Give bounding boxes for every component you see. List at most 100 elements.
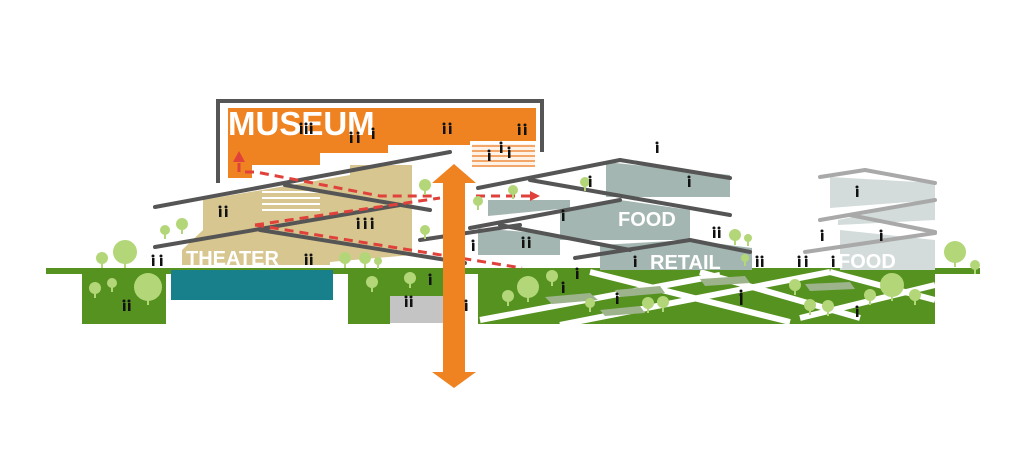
tree-icon	[804, 299, 816, 315]
tree-icon	[657, 296, 669, 312]
person-icon	[409, 295, 413, 307]
person-icon	[159, 254, 163, 266]
people	[122, 122, 883, 317]
theater-label: THEATER	[186, 248, 280, 270]
person-icon	[370, 217, 374, 229]
person-icon	[739, 293, 743, 305]
person-icon	[527, 236, 531, 248]
person-icon	[755, 255, 759, 267]
person-icon	[879, 229, 883, 241]
food-center-label: FOOD	[618, 209, 676, 231]
person-icon	[575, 267, 579, 279]
person-icon	[309, 122, 313, 134]
tree-icon	[864, 289, 876, 305]
theater-base	[171, 270, 333, 300]
plaza-pads	[545, 276, 855, 316]
museum-stair-stripes	[472, 144, 535, 167]
tree-icon	[404, 272, 416, 288]
person-icon	[633, 255, 637, 267]
vertical-circulation-arrow	[432, 164, 476, 388]
person-icon	[349, 131, 353, 143]
person-icon	[521, 236, 525, 248]
arrowhead-food-right	[530, 191, 540, 201]
person-icon	[855, 305, 859, 317]
tree-icon	[339, 252, 351, 268]
ramp-slabs-light	[803, 168, 937, 254]
person-icon	[356, 217, 360, 229]
tree-icon	[473, 196, 483, 210]
tree-icon	[419, 179, 431, 195]
tree-icon	[944, 241, 966, 267]
person-icon	[122, 299, 126, 311]
tree-icon	[744, 234, 752, 246]
person-icon	[507, 146, 511, 158]
person-icon	[717, 226, 721, 238]
tree-icon	[107, 278, 117, 292]
person-icon	[304, 122, 308, 134]
person-icon	[363, 217, 367, 229]
tree-icon	[517, 276, 539, 302]
person-icon	[561, 209, 565, 221]
person-icon	[615, 292, 619, 304]
tree-icon	[420, 225, 430, 239]
tree-icon	[134, 273, 162, 305]
tree-icon	[113, 240, 137, 268]
tree-icon	[741, 254, 749, 266]
food-right-label: FOOD	[838, 251, 896, 273]
ramp-slabs	[153, 150, 752, 265]
person-icon	[655, 141, 659, 153]
tree-icon	[729, 229, 741, 245]
person-icon	[404, 295, 408, 307]
grass-block-middle-top	[390, 270, 450, 296]
tree-icon	[880, 273, 904, 301]
tree-icon	[502, 290, 514, 306]
person-icon	[442, 122, 446, 134]
person-icon	[588, 175, 592, 187]
tree-icon	[89, 282, 101, 298]
tree-icon	[374, 257, 382, 269]
person-icon	[831, 255, 835, 267]
person-icon	[471, 239, 475, 251]
tree-icon	[359, 252, 371, 268]
trees	[89, 177, 980, 316]
arrowhead-museum-up	[233, 151, 245, 162]
tree-icon	[789, 279, 801, 295]
person-icon	[304, 253, 308, 265]
tree-icon	[909, 289, 921, 305]
tree-icon	[970, 260, 980, 274]
underground-gray-space	[390, 296, 448, 323]
person-icon	[464, 299, 468, 311]
person-icon	[760, 255, 764, 267]
person-icon	[687, 175, 691, 187]
retail-label: RETAIL	[650, 252, 721, 274]
person-icon	[428, 273, 432, 285]
person-icon	[712, 226, 716, 238]
tree-icon	[160, 225, 170, 239]
person-icon	[371, 127, 375, 139]
person-icon	[804, 255, 808, 267]
dashed-circulation-paths	[237, 163, 532, 270]
tree-icon	[642, 297, 654, 313]
person-icon	[299, 122, 303, 134]
person-icon	[517, 123, 521, 135]
tree-icon	[366, 276, 378, 292]
person-icon	[855, 185, 859, 197]
person-icon	[523, 123, 527, 135]
museum-frame	[216, 99, 544, 183]
tree-icon	[508, 185, 518, 199]
tree-icon	[580, 177, 590, 191]
tree-icon	[585, 298, 595, 312]
person-icon	[487, 149, 491, 161]
person-icon	[499, 141, 503, 153]
person-icon	[820, 229, 824, 241]
person-icon	[218, 205, 222, 217]
person-icon	[561, 281, 565, 293]
tree-icon	[96, 252, 108, 268]
tree-icon	[176, 218, 188, 234]
person-icon	[224, 205, 228, 217]
person-icon	[127, 299, 131, 311]
person-icon	[309, 253, 313, 265]
person-icon	[448, 122, 452, 134]
